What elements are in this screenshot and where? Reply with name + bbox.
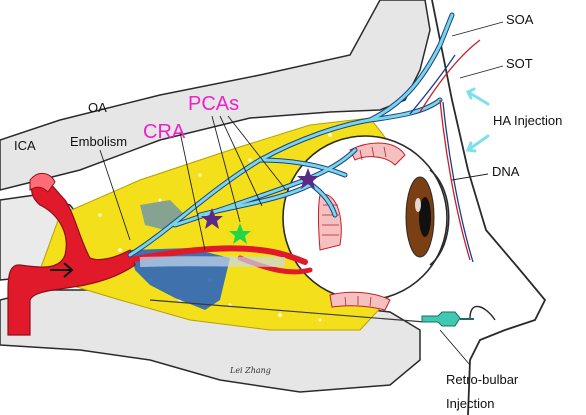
label-dna: DNA — [492, 164, 520, 179]
nasal-cavity-line — [470, 306, 495, 320]
label-oa: OA — [88, 100, 107, 115]
lens-highlight — [415, 198, 421, 212]
label-ica: ICA — [14, 138, 36, 153]
label-sot: SOT — [506, 56, 533, 71]
label-pcas: PCAs — [188, 93, 239, 115]
label-retrobulbar-line2: Injection — [446, 396, 494, 411]
label-cra: CRA — [143, 121, 186, 143]
optic-nerve — [140, 261, 285, 262]
artist-signature: Lei Zhang — [229, 366, 271, 375]
label-embolism: Embolism — [70, 134, 127, 149]
label-ha-injection: HA Injection — [493, 113, 562, 128]
label-retrobulbar-line1: Retro-bulbar — [446, 372, 519, 387]
ha-injection-arrows-icon — [468, 89, 488, 151]
label-soa: SOA — [506, 12, 534, 27]
